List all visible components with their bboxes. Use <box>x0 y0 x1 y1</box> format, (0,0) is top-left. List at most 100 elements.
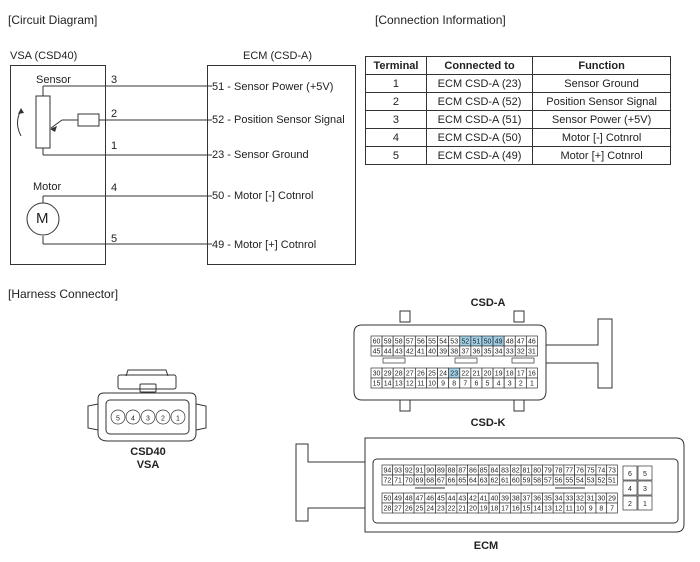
csda-pin-label: 1 <box>530 381 534 388</box>
csdk-pin-label: 54 <box>576 478 584 485</box>
csdk-pin-label: 14 <box>533 506 541 513</box>
csdk-pin-label: 74 <box>597 468 605 475</box>
csda-pin-label: 21 <box>473 371 481 378</box>
table-row: 5 ECM CSD-A (49) Motor [+] Cotnrol <box>365 146 671 165</box>
csdk-pin-label: 89 <box>437 468 445 475</box>
csda-pin-label: 17 <box>517 371 525 378</box>
csda-pin-label: 25 <box>428 371 436 378</box>
csdk-side-pin <box>637 465 653 481</box>
csda-pin-label: 11 <box>417 381 424 388</box>
csdk-pin-label: 85 <box>480 468 488 475</box>
csda-pin-label: 41 <box>417 349 425 356</box>
csdk-pin-label: 9 <box>589 506 593 513</box>
table-row: 4 ECM CSD-A (50) Motor [-] Cotnrol <box>365 128 671 147</box>
csdk-pin-label: 42 <box>469 496 477 503</box>
motor-label: Motor <box>33 181 62 193</box>
table-row: 2 ECM CSD-A (52) Position Sensor Signal <box>365 92 671 111</box>
ecm-terminal-51: 51 - Sensor Power (+5V) <box>212 81 334 93</box>
csdk-pin-label: 36 <box>533 496 541 503</box>
csda-pin-label: 51 <box>473 339 481 346</box>
csda-pin-label: 20 <box>484 371 492 378</box>
csdk-pin-label: 69 <box>416 478 424 485</box>
csda-pin-label: 5 <box>486 381 490 388</box>
csdk-pin-label: 29 <box>608 496 616 503</box>
csdk-pin-label: 23 <box>437 506 445 513</box>
table-cell: ECM CSD-A (52) <box>425 92 534 111</box>
csd40-pin-label: 4 <box>131 416 135 423</box>
csdk-pin-label: 40 <box>490 496 498 503</box>
csda-pin-label: 9 <box>441 381 445 388</box>
csdk-pin-label: 56 <box>555 478 563 485</box>
csda-pin-label: 24 <box>439 371 447 378</box>
sensor-label: Sensor <box>36 74 71 86</box>
csdk-pin-label: 18 <box>490 506 498 513</box>
vsa-title: VSA (CSD40) <box>10 50 78 62</box>
ecm-box <box>207 65 356 265</box>
csdk-pin-label: 86 <box>469 468 477 475</box>
csdk-pin-label: 64 <box>469 478 477 485</box>
csda-pin-label: 4 <box>497 381 501 388</box>
csda-pin-label: 39 <box>439 349 447 356</box>
csdk-pin-label: 24 <box>426 506 434 513</box>
csdk-side-pin <box>622 495 638 511</box>
csdk-pin-label: 71 <box>394 478 402 485</box>
connection-table: Terminal Connected to Function 1 ECM CSD… <box>365 56 671 165</box>
csda-pin-label: 31 <box>528 349 536 356</box>
csda-pin <box>526 377 538 389</box>
csdk-pin-label: 25 <box>416 506 424 513</box>
csd40-pin-label: 2 <box>161 416 165 423</box>
csdk-pin-label: 28 <box>383 506 391 513</box>
csdk-pin <box>606 474 618 486</box>
csda-pin-label: 29 <box>384 371 392 378</box>
csda-pin-label: 30 <box>373 371 381 378</box>
csda-pin-label: 28 <box>395 371 403 378</box>
csda-pin-label: 56 <box>417 339 425 346</box>
csdk-pin-label: 61 <box>501 478 509 485</box>
csda-key-slot <box>454 357 478 364</box>
csda-pin-label: 54 <box>439 339 447 346</box>
csdk-pin-label: 46 <box>426 496 434 503</box>
csdk-pin-label: 49 <box>394 496 402 503</box>
table-cell: ECM CSD-A (23) <box>425 74 534 93</box>
csda-pin-label: 46 <box>528 339 536 346</box>
csda-pin-label: 52 <box>461 339 469 346</box>
table-cell: Motor [-] Cotnrol <box>532 128 671 147</box>
csdk-pin-label: 80 <box>533 468 541 475</box>
ecm-terminal-50: 50 - Motor [-] Cotnrol <box>212 190 314 202</box>
csda-pin-label: 8 <box>452 381 456 388</box>
csdk-side-pin-label: 5 <box>643 471 647 478</box>
csda-pin-label: 19 <box>495 371 503 378</box>
csda-key-slot <box>382 357 406 364</box>
csdk-pin-label: 8 <box>599 506 603 513</box>
csdk-pin-label: 55 <box>565 478 573 485</box>
csdk-pin-label: 58 <box>533 478 541 485</box>
csdk-pin <box>606 502 618 514</box>
csdk-pin-label: 67 <box>437 478 445 485</box>
csd40-pin-label: 1 <box>176 416 180 423</box>
csdk-pin-label: 90 <box>426 468 434 475</box>
csdk-pin-label: 60 <box>512 478 520 485</box>
csdk-pin-label: 16 <box>512 506 520 513</box>
csdk-pin-label: 50 <box>383 496 391 503</box>
csda-pin-label: 42 <box>406 349 414 356</box>
csdk-pin-label: 53 <box>587 478 595 485</box>
csdk-pin-label: 30 <box>597 496 605 503</box>
harness-connector-header: [Harness Connector] <box>8 287 119 301</box>
csdk-pin-label: 21 <box>458 506 466 513</box>
csda-pin-label: 36 <box>473 349 481 356</box>
csdk-pin-label: 82 <box>512 468 520 475</box>
csda-pin-label: 57 <box>406 339 414 346</box>
csdk-pin-label: 35 <box>544 496 552 503</box>
csd40-label: CSD40 <box>130 446 166 458</box>
csdk-pin-label: 13 <box>544 506 552 513</box>
csdk-side-pin-label: 2 <box>628 501 632 508</box>
csdk-pin-label: 73 <box>608 468 616 475</box>
csda-pin-label: 32 <box>517 349 525 356</box>
csda-pin-label: 16 <box>528 371 536 378</box>
vsa-pin-3: 3 <box>111 74 118 86</box>
csdk-pin-label: 12 <box>555 506 563 513</box>
csd40-pin <box>170 409 186 425</box>
csdk-pin-label: 22 <box>448 506 456 513</box>
